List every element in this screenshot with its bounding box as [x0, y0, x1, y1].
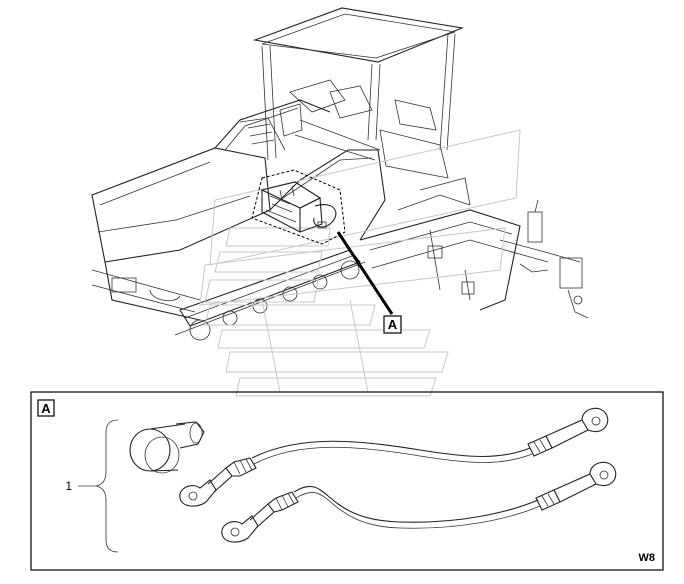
screed-frame [359, 177, 521, 311]
battery-cable-short[interactable] [221, 461, 617, 543]
canopy-roof [252, 7, 465, 161]
figure-code: W8 [639, 552, 656, 564]
terminal-cap-part[interactable] [129, 421, 205, 474]
paver-body [91, 99, 386, 321]
callout-leader-line [336, 231, 394, 315]
battery-cable-location [251, 169, 346, 245]
detail-callout-a[interactable]: A [37, 399, 55, 417]
paver-overview: A [91, 7, 589, 397]
item-bracket [78, 419, 119, 553]
detail-view-panel: A 1 [30, 391, 664, 571]
overview-callout-label: A [388, 317, 398, 332]
view-projection-ghosts [199, 129, 521, 397]
detail-callout-label: A [41, 401, 51, 416]
item-number-label: 1 [65, 479, 72, 493]
overview-callout-a[interactable]: A [383, 315, 402, 334]
side-control-arm [499, 199, 589, 319]
battery-cable-long[interactable] [179, 407, 609, 507]
detail-frame [30, 391, 664, 571]
crawler-track [174, 249, 366, 341]
operator-platform [279, 79, 449, 179]
